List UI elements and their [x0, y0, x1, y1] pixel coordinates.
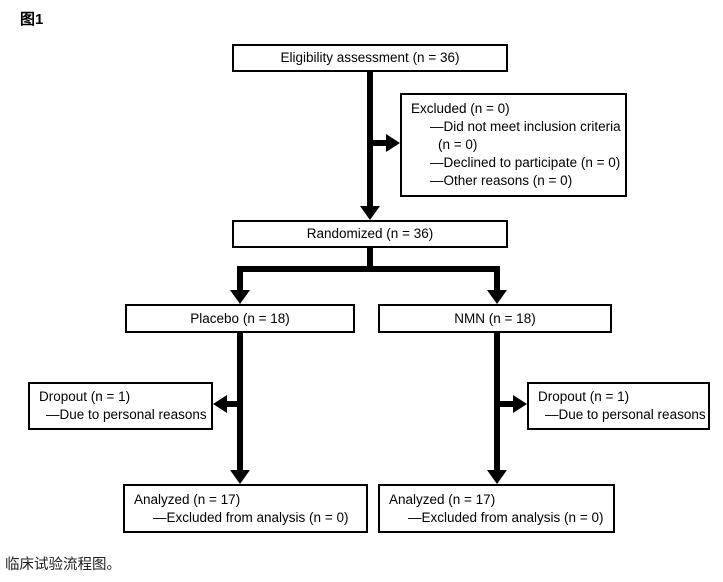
node-excluded: Excluded (n = 0) —Did not meet inclusion…	[400, 93, 627, 197]
arrowhead-to-randomized-icon	[360, 206, 380, 220]
node-dropout-placebo-reason: —Due to personal reasons	[46, 407, 207, 422]
node-nmn-label: NMN (n = 18)	[454, 310, 536, 326]
arrowhead-to-nmn-icon	[487, 290, 507, 304]
figure-label: 图1	[20, 11, 44, 28]
node-excluded-item-1-wrap: (n = 0)	[438, 137, 478, 152]
connector-eligibility-randomized	[367, 72, 373, 206]
node-analyzed-placebo-detail: —Excluded from analysis (n = 0)	[153, 509, 349, 525]
connector-to-excluded	[370, 140, 387, 146]
arrowhead-to-dropout-placebo-icon	[213, 395, 227, 413]
node-analyzed-nmn-detail: —Excluded from analysis (n = 0)	[408, 509, 604, 525]
node-eligibility: Eligibility assessment (n = 36)	[232, 44, 508, 72]
arrowhead-to-excluded-icon	[386, 134, 400, 152]
node-analyzed-placebo: Analyzed (n = 17) —Excluded from analysi…	[123, 484, 368, 533]
node-excluded-item-3: —Other reasons (n = 0)	[430, 173, 573, 188]
arrowhead-to-dropout-nmn-icon	[513, 395, 527, 413]
figure-caption: 临床试验流程图。	[5, 557, 121, 573]
node-excluded-item-1: —Did not meet inclusion criteria	[430, 119, 621, 134]
connector-branch-left	[237, 266, 243, 292]
node-dropout-nmn-reason: —Due to personal reasons	[545, 407, 706, 422]
node-dropout-placebo: Dropout (n = 1) —Due to personal reasons	[28, 382, 213, 430]
node-placebo: Placebo (n = 18)	[125, 304, 355, 333]
connector-randomized-stub	[367, 248, 373, 272]
node-dropout-placebo-title: Dropout (n = 1)	[39, 389, 131, 404]
node-analyzed-placebo-title: Analyzed (n = 17)	[134, 491, 241, 507]
connector-branch-bar	[237, 266, 500, 272]
node-analyzed-nmn-title: Analyzed (n = 17)	[389, 491, 496, 507]
node-randomized: Randomized (n = 36)	[232, 220, 508, 248]
arrowhead-to-analyzed-placebo-icon	[230, 470, 250, 484]
node-excluded-item-2: —Declined to participate (n = 0)	[430, 155, 621, 170]
node-nmn: NMN (n = 18)	[378, 304, 612, 333]
node-dropout-nmn-title: Dropout (n = 1)	[538, 389, 630, 404]
node-randomized-label: Randomized (n = 36)	[306, 226, 434, 241]
arrowhead-to-analyzed-nmn-icon	[487, 470, 507, 484]
node-excluded-title: Excluded (n = 0)	[411, 101, 510, 116]
connector-to-dropout-nmn	[499, 401, 515, 407]
arrowhead-to-placebo-icon	[230, 290, 250, 304]
connector-to-dropout-placebo	[226, 401, 242, 407]
connector-branch-right	[494, 266, 500, 292]
connector-nmn-analyzed	[494, 333, 500, 471]
node-analyzed-nmn: Analyzed (n = 17) —Excluded from analysi…	[378, 484, 615, 533]
node-placebo-label: Placebo (n = 18)	[190, 310, 290, 326]
node-eligibility-label: Eligibility assessment (n = 36)	[280, 50, 460, 65]
node-dropout-nmn: Dropout (n = 1) —Due to personal reasons	[527, 382, 710, 430]
